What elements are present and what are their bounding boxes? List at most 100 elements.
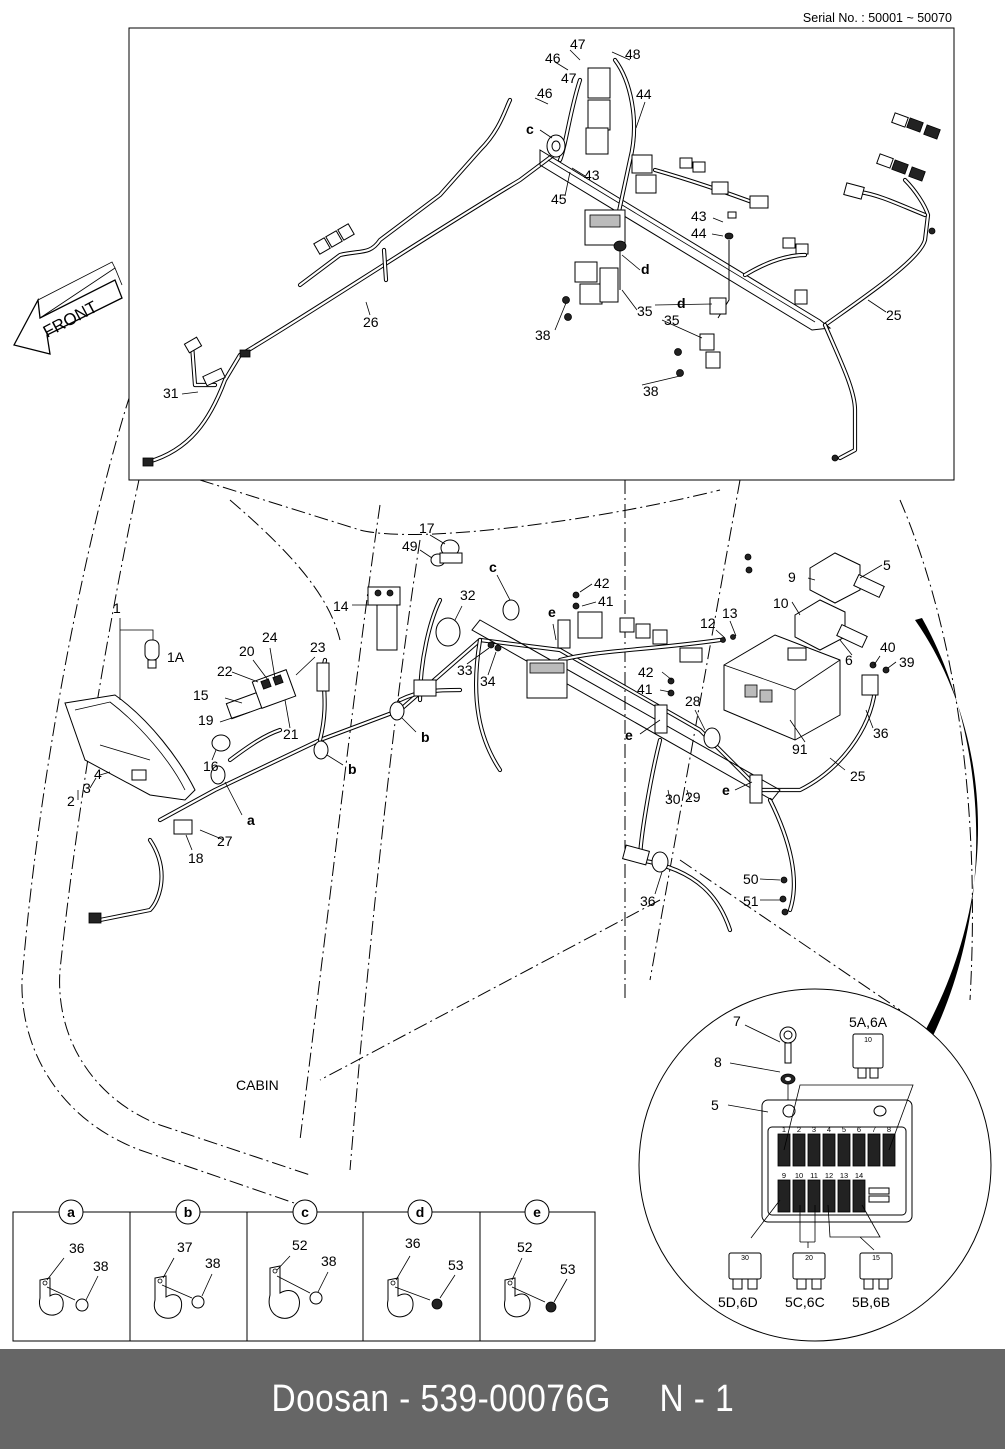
svg-text:31: 31: [163, 385, 179, 401]
svg-text:38: 38: [93, 1258, 109, 1274]
svg-text:12: 12: [700, 615, 716, 631]
svg-text:2: 2: [797, 1125, 801, 1134]
svg-text:15: 15: [872, 1255, 880, 1262]
svg-text:10: 10: [864, 1037, 872, 1044]
svg-text:13: 13: [840, 1171, 848, 1180]
fuse-slot-numbers: 1 2 3 4 5 6 7 8 9 10 11 12 13 14: [782, 1125, 891, 1180]
svg-text:53: 53: [448, 1257, 464, 1273]
svg-text:53: 53: [560, 1261, 576, 1277]
svg-text:4: 4: [94, 766, 102, 782]
svg-text:6: 6: [845, 652, 853, 668]
svg-text:c: c: [489, 559, 497, 575]
svg-text:48: 48: [625, 46, 641, 62]
svg-text:7: 7: [872, 1125, 876, 1134]
inset-callouts: 47 46 47 48 46 44 c 43 45 43 44 d 35 38 …: [163, 36, 902, 401]
svg-text:36: 36: [873, 725, 889, 741]
fuse-row-2: [777, 1179, 890, 1213]
svg-text:32: 32: [460, 587, 476, 603]
svg-text:46: 46: [537, 85, 553, 101]
svg-text:38: 38: [643, 383, 659, 399]
svg-text:27: 27: [217, 833, 233, 849]
svg-text:41: 41: [598, 593, 614, 609]
svg-text:3: 3: [812, 1125, 816, 1134]
svg-text:5: 5: [883, 557, 891, 573]
harness-clamps: [88, 553, 890, 924]
svg-text:b: b: [348, 761, 357, 777]
svg-text:1: 1: [113, 600, 121, 616]
svg-text:20: 20: [239, 643, 255, 659]
svg-text:9: 9: [788, 569, 796, 585]
svg-text:8: 8: [714, 1054, 722, 1070]
svg-text:24: 24: [262, 629, 278, 645]
svg-text:b: b: [184, 1204, 193, 1220]
svg-text:47: 47: [570, 36, 586, 52]
svg-text:47: 47: [561, 70, 577, 86]
svg-text:d: d: [641, 261, 650, 277]
spare-fuse-15a: 15: [859, 1252, 893, 1290]
svg-text:23: 23: [310, 639, 326, 655]
svg-text:14: 14: [333, 598, 349, 614]
mounting-bracket: [539, 149, 832, 331]
svg-text:17: 17: [419, 520, 435, 536]
svg-text:e: e: [548, 604, 556, 620]
svg-text:8: 8: [887, 1125, 891, 1134]
spare-fuse-20a: 20: [792, 1252, 826, 1290]
svg-text:91: 91: [792, 741, 808, 757]
svg-text:52: 52: [292, 1237, 308, 1253]
part-number-caption: Doosan - 539-00076G N - 1: [271, 1377, 734, 1420]
svg-text:28: 28: [685, 693, 701, 709]
main-callouts: 1 1A 2 3 4 15 16 18 19 20 21 22 23 24 27…: [67, 520, 915, 1093]
svg-text:d: d: [416, 1204, 425, 1220]
harness-25-inset: [822, 112, 941, 462]
svg-text:9: 9: [782, 1171, 786, 1180]
harness-26: [145, 97, 563, 465]
svg-text:10: 10: [795, 1171, 803, 1180]
svg-text:e: e: [625, 727, 633, 743]
svg-text:45: 45: [551, 191, 567, 207]
svg-text:19: 19: [198, 712, 214, 728]
svg-text:21: 21: [283, 726, 299, 742]
svg-text:34: 34: [480, 673, 496, 689]
svg-text:43: 43: [584, 167, 600, 183]
svg-text:37: 37: [177, 1239, 193, 1255]
svg-text:52: 52: [517, 1239, 533, 1255]
svg-text:49: 49: [402, 538, 418, 554]
detail-pointer: [915, 618, 979, 1042]
svg-text:38: 38: [321, 1253, 337, 1269]
svg-text:10: 10: [773, 595, 789, 611]
svg-text:42: 42: [594, 575, 610, 591]
svg-text:13: 13: [722, 605, 738, 621]
svg-text:c: c: [526, 121, 534, 137]
serial-number: Serial No. : 50001 ~ 50070: [803, 11, 952, 25]
room-lamp: [64, 639, 196, 801]
svg-text:38: 38: [205, 1255, 221, 1271]
inset-top-panel: 47 46 47 48 46 44 c 43 45 43 44 d 35 38 …: [128, 27, 955, 481]
control-modules: [794, 552, 885, 651]
svg-text:25: 25: [886, 307, 902, 323]
svg-text:16: 16: [203, 758, 219, 774]
svg-text:15: 15: [193, 687, 209, 703]
spare-fuse-30a: 30: [728, 1252, 762, 1290]
clamp-detail-b: b 37 38: [153, 1199, 221, 1319]
svg-text:11: 11: [810, 1171, 818, 1180]
svg-text:5D,6D: 5D,6D: [718, 1294, 758, 1310]
svg-text:29: 29: [685, 789, 701, 805]
svg-text:e: e: [533, 1204, 541, 1220]
svg-text:b: b: [421, 729, 430, 745]
cabin-outline: [21, 394, 973, 1206]
svg-text:42: 42: [638, 664, 654, 680]
clamp-detail-d: d 36 53: [387, 1199, 464, 1318]
svg-text:35: 35: [664, 312, 680, 328]
svg-text:46: 46: [545, 50, 561, 66]
clamp-detail-c: c 52 38: [268, 1199, 337, 1319]
svg-text:38: 38: [535, 327, 551, 343]
svg-text:a: a: [247, 812, 255, 828]
svg-text:33: 33: [457, 662, 473, 678]
front-arrow-icon: FRONT: [13, 261, 123, 355]
svg-text:1A: 1A: [167, 649, 185, 665]
svg-text:5: 5: [711, 1097, 719, 1113]
svg-text:26: 26: [363, 314, 379, 330]
svg-text:30: 30: [665, 791, 681, 807]
svg-text:44: 44: [636, 86, 652, 102]
